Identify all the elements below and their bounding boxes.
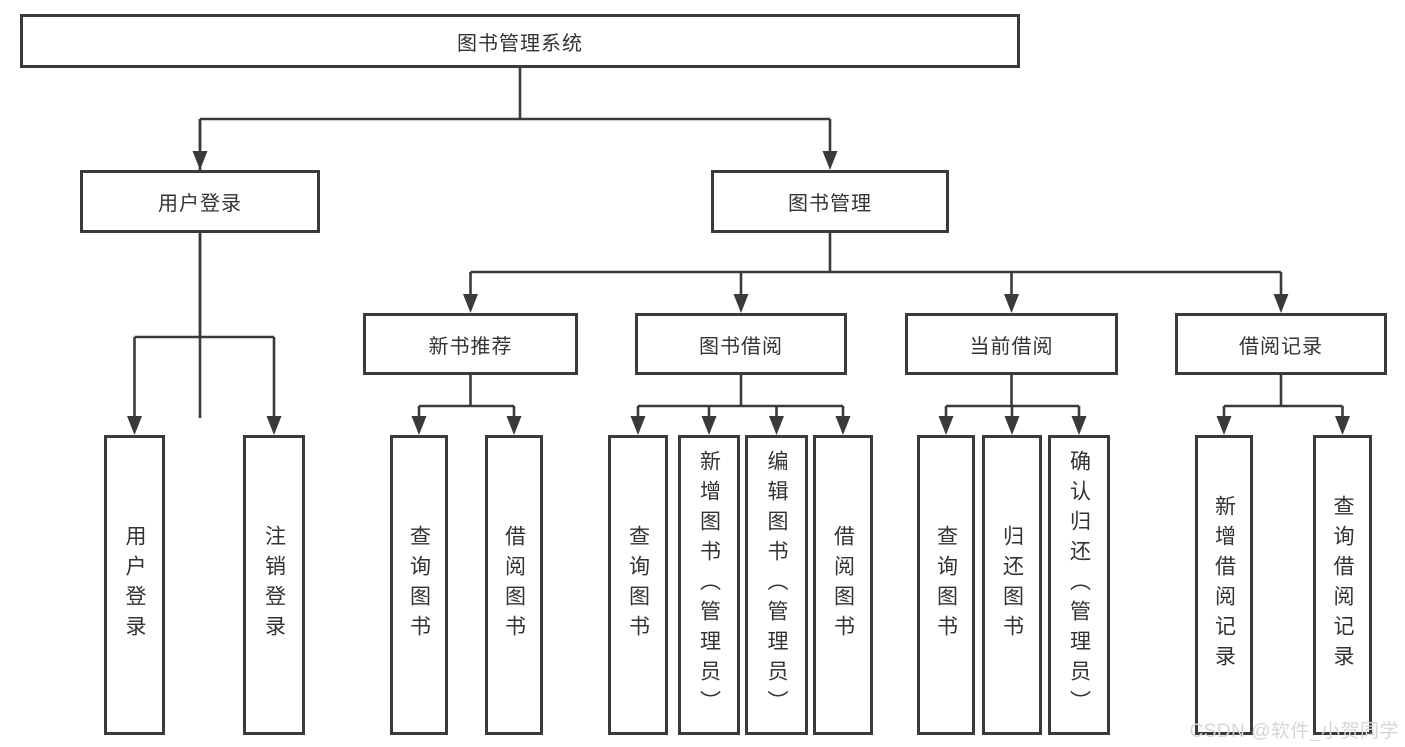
node-leaf-borrow-edit-admin: 编辑图书（管理员） [745,435,808,735]
node-label: 查询图书 [407,525,431,645]
node-label: 查询借阅记录 [1331,495,1354,675]
node-label: 确认归还（管理员） [1067,450,1091,720]
node-label: 新增图书（管理员） [697,450,721,720]
node-leaf-borrow-query: 查询图书 [608,435,668,735]
node-leaf-current-confirm-admin: 确认归还（管理员） [1048,435,1110,735]
node-label: 查询图书 [934,525,958,645]
node-leaf-newbook-query: 查询图书 [390,435,448,735]
node-label: 当前借阅 [969,335,1054,358]
node-leaf-record-add: 新增借阅记录 [1195,435,1253,735]
branch-new-books [411,375,522,435]
node-leaf-login: 用户登录 [104,435,165,735]
node-leaf-current-return: 归还图书 [982,435,1042,735]
branch-borrow-records [1216,375,1350,435]
branch-book-mgmt [463,233,1289,313]
node-leaf-borrow-add-admin: 新增图书（管理员） [678,435,740,735]
branch-root [192,68,838,418]
node-label: 图书管理 [788,193,872,215]
node-label: 注销登录 [262,525,286,645]
node-root-system: 图书管理系统 [20,14,1020,68]
node-label: 借阅记录 [1239,335,1323,358]
node-leaf-record-query: 查询借阅记录 [1313,435,1372,735]
node-current-borrow: 当前借阅 [905,313,1118,375]
node-book-borrow: 图书借阅 [635,313,847,375]
node-label: 借阅图书 [502,525,526,645]
branch-user-login [127,233,282,435]
node-label: 查询图书 [626,525,650,645]
branch-current-borrow [938,375,1087,435]
node-book-mgmt-group: 图书管理 [711,170,949,233]
node-new-books: 新书推荐 [363,313,578,375]
branch-book-borrow [630,375,851,435]
node-label: 借阅图书 [831,525,855,645]
node-borrow-records: 借阅记录 [1175,313,1387,375]
node-label: 编辑图书（管理员） [765,450,788,720]
node-label: 新书推荐 [428,335,513,358]
node-user-login-group: 用户登录 [80,170,320,233]
node-label: 归还图书 [1000,525,1024,645]
node-leaf-newbook-borrow: 借阅图书 [485,435,543,735]
node-leaf-borrow-borrow: 借阅图书 [813,435,873,735]
node-label: 图书借阅 [699,335,783,358]
node-label: 用户登录 [158,193,242,215]
node-leaf-current-query: 查询图书 [917,435,975,735]
node-root-label: 图书管理系统 [457,32,583,55]
node-label: 新增借阅记录 [1212,495,1236,675]
node-leaf-logout: 注销登录 [243,435,305,735]
node-label: 用户登录 [123,525,146,645]
